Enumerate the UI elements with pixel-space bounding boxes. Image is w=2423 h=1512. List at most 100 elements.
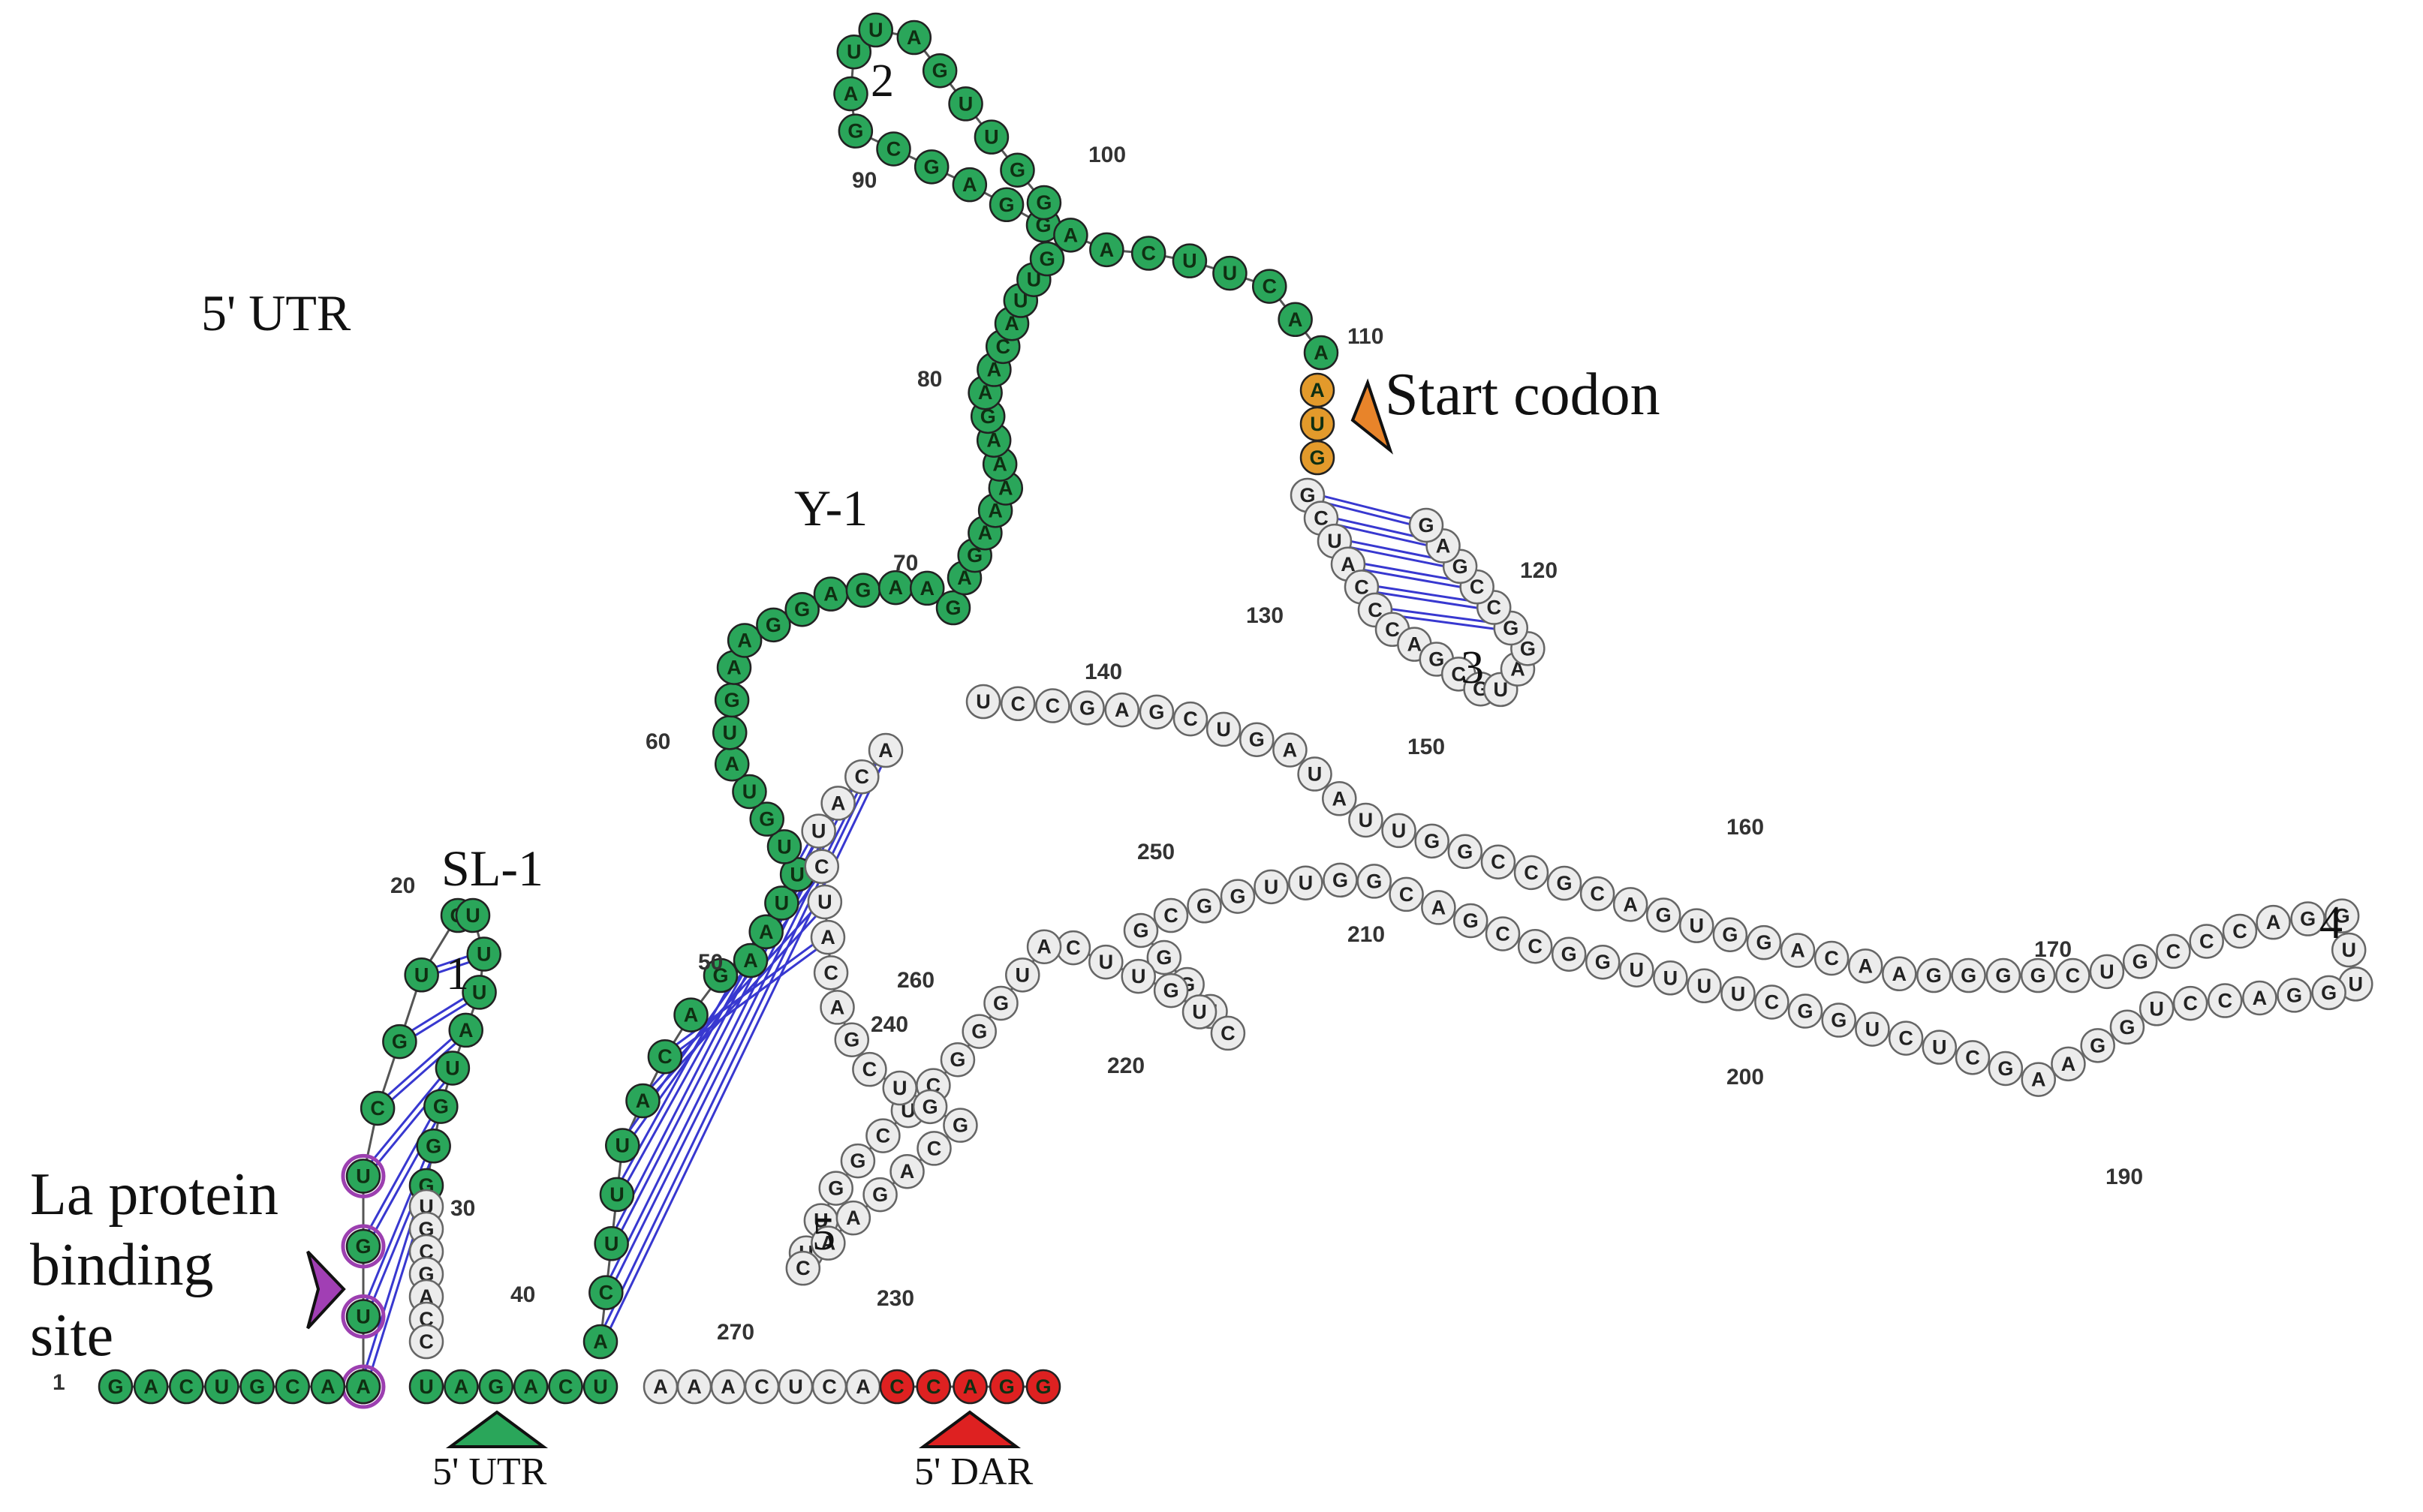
nucleotide-s14-28: A [1882,956,1917,992]
svg-text:U: U [593,1375,608,1398]
svg-text:G: G [855,579,871,602]
svg-text:A: A [2253,987,2268,1009]
svg-text:A: A [878,739,893,762]
la-label-line3: site [30,1303,113,1369]
svg-text:A: A [1341,553,1356,576]
svg-text:A: A [900,1160,915,1183]
start-codon-label: Start codon [1385,362,1660,428]
base-pair-line [1378,585,1479,603]
nucleotide-s7-4: G [1025,1369,1061,1405]
nucleotide-s15-30: U [882,1070,918,1106]
nucleotide-s14-17: C [1513,855,1549,891]
nucleotide-s15-5: U [1181,994,1218,1030]
stem-label-1: 1 [446,948,469,999]
nucleotide-s11-18: U [1172,243,1208,278]
svg-text:C: C [1385,618,1400,641]
svg-text:U: U [1327,530,1342,552]
nucleotide-s15-41: A [868,732,904,768]
nucleotide-s11-19: U [1212,255,1248,291]
nucleotide-s6-5: C [811,1369,847,1405]
svg-text:G: G [980,405,996,428]
svg-text:C: C [1221,1022,1236,1045]
nucleotide-s1-3: U [204,1369,239,1405]
svg-text:U: U [1099,951,1114,973]
nucleotide-s14-63: U [1687,968,1722,1004]
nucleotide-s15-17: C [865,1118,901,1153]
backbone-s11 [849,29,1323,353]
nucleotide-s14-54: G [1988,1051,2024,1087]
svg-text:U: U [959,92,974,115]
position-number-200: 200 [1726,1065,1764,1090]
nucleotide-s14-49: U [2139,991,2175,1027]
base-pair-line [438,960,470,974]
nucleotide-s5-2: G [478,1369,514,1405]
base-pair-line [1351,540,1445,561]
svg-text:U: U [777,835,792,858]
svg-text:U: U [2341,939,2356,961]
base-pair-line [1363,569,1461,588]
position-number-1: 1 [53,1370,65,1395]
svg-text:U: U [356,1165,371,1187]
svg-text:C: C [889,1375,904,1398]
nucleotide-s14-36: C [2156,933,2191,969]
position-number-60: 60 [646,729,670,754]
svg-text:U: U [1308,763,1323,786]
nucleotide-s14-71: A [1421,890,1456,925]
nucleotide-s2-6: U [404,957,439,993]
svg-text:G: G [1299,484,1315,507]
svg-text:G: G [1039,248,1055,270]
svg-text:G: G [1148,701,1164,723]
svg-text:A: A [1288,308,1303,331]
nucleotide-s14-53: A [2021,1062,2057,1097]
nucleotide-s9-11: A [727,623,763,658]
nucleotide-s14-72: C [1389,876,1424,912]
svg-text:G: G [850,1150,865,1172]
svg-text:G: G [433,1096,449,1118]
svg-text:A: A [356,1375,371,1398]
nucleotide-s8-3: U [599,1177,635,1213]
nucleotide-s14-68: C [1517,928,1553,964]
nucleotide-s6-0: A [643,1369,679,1405]
svg-text:G: G [1366,870,1382,892]
svg-text:A: A [737,629,752,651]
svg-text:A: A [1790,939,1805,962]
svg-text:C: C [754,1375,769,1398]
nucleotide-s11-15: A [1053,218,1088,253]
svg-text:A: A [963,1375,978,1398]
svg-text:U: U [604,1232,619,1255]
svg-text:U: U [1865,1018,1880,1041]
la-binding-site-outline [341,1224,386,1269]
svg-text:C: C [927,1137,942,1159]
nucleotide-s14-59: G [1821,1002,1856,1038]
svg-text:A: A [962,173,977,196]
svg-text:U: U [1027,269,1042,291]
nucleotide-s14-6: C [1172,701,1208,737]
svg-text:C: C [1528,935,1543,957]
svg-text:U: U [892,1077,907,1099]
utr-arrow-icon [445,1410,549,1448]
svg-text:U: U [847,41,862,63]
nucleotide-s15-29: G [912,1089,948,1125]
svg-text:A: A [459,1019,474,1042]
nucleotide-s14-5: G [1139,694,1175,730]
svg-text:A: A [1064,224,1079,246]
svg-text:A: A [978,381,993,404]
svg-text:A: A [721,1375,736,1398]
svg-text:A: A [844,83,859,105]
svg-text:A: A [1858,954,1873,977]
nucleotide-s15-10: A [1026,929,1062,964]
nucleotide-s11-3: G [914,149,950,185]
nucleotide-s8-8: G [703,957,739,993]
svg-text:U: U [1223,262,1238,284]
nucleotide-s5-3: A [513,1369,549,1405]
nucleotide-s8-5: A [625,1083,661,1119]
svg-text:U: U [1192,1001,1207,1024]
position-number-170: 170 [2034,937,2072,962]
svg-text:A: A [1310,379,1325,401]
nucleotide-s3-3: A [448,1012,483,1048]
svg-text:A: A [1115,699,1130,721]
svg-text:A: A [907,26,922,49]
nucleotide-s14-46: A [2242,980,2277,1016]
nucleotide-s14-44: G [2311,975,2346,1011]
nucleotide-s9-5: G [749,801,784,837]
